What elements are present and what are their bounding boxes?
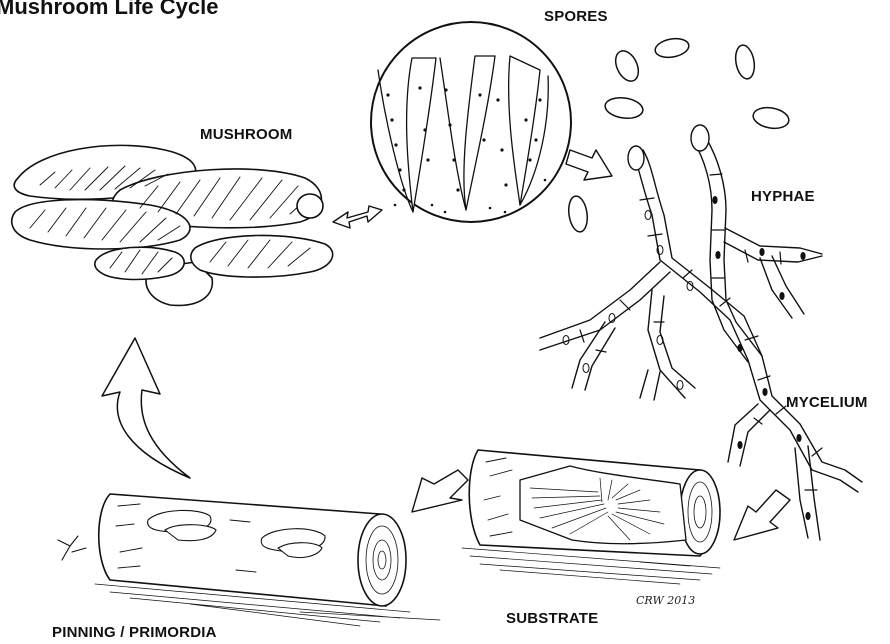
- pinning-log: [58, 494, 440, 626]
- mushroom-cluster: [12, 145, 333, 305]
- substrate-log: [462, 450, 720, 584]
- arrow-to-pinning-icon: [412, 470, 468, 512]
- label-spores: SPORES: [544, 8, 608, 25]
- label-substrate: SUBSTRATE: [506, 610, 598, 627]
- diagram-title: Mushroom Life Cycle: [0, 0, 218, 20]
- gill-magnifier: [371, 22, 571, 222]
- arrow-to-hyphae-icon: [566, 150, 612, 180]
- double-arrow-icon: [333, 206, 382, 228]
- artist-signature: CRW 2013: [636, 594, 695, 607]
- arrow-to-mushroom-icon: [102, 338, 190, 478]
- arrow-to-substrate-icon: [734, 490, 790, 540]
- label-mushroom: MUSHROOM: [200, 126, 292, 143]
- label-mycelium: MYCELIUM: [786, 394, 868, 411]
- label-hyphae: HYPHAE: [751, 188, 815, 205]
- label-pinning-primordia: PINNING / PRIMORDIA: [52, 624, 217, 641]
